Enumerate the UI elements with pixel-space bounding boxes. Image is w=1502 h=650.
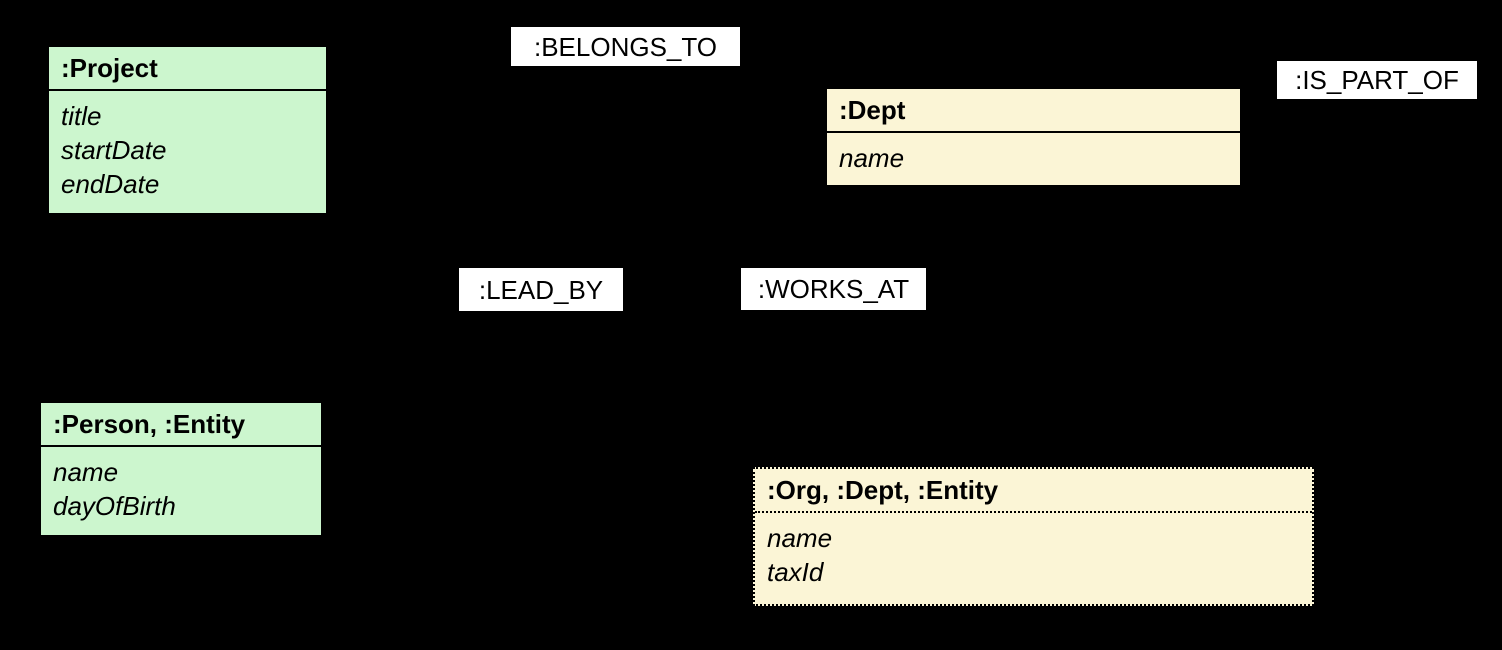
node-project-labels: :Project xyxy=(49,47,326,91)
node-org: :Org, :Dept, :Entity name taxId xyxy=(753,467,1314,606)
relationship-label-belongs-to: :BELONGS_TO xyxy=(511,27,740,66)
relationship-label-is-part-of: :IS_PART_OF xyxy=(1277,61,1477,99)
property-name: name xyxy=(53,457,119,487)
relationship-label-lead-by: :LEAD_BY xyxy=(459,268,623,311)
property-name: name xyxy=(767,523,833,553)
property-name: name xyxy=(839,143,905,173)
node-dept: :Dept name xyxy=(825,87,1242,187)
property-dayofbirth: dayOfBirth xyxy=(53,491,176,521)
node-person-labels: :Person, :Entity xyxy=(41,403,321,447)
node-project: :Project title startDate endDate xyxy=(47,45,328,215)
property-title: title xyxy=(61,101,102,131)
node-project-properties: title startDate endDate xyxy=(49,91,326,209)
relationship-label-works-at: :WORKS_AT xyxy=(741,268,926,310)
node-org-properties: name taxId xyxy=(755,513,1312,597)
node-dept-labels: :Dept xyxy=(827,89,1240,133)
property-enddate: endDate xyxy=(61,169,160,199)
node-person: :Person, :Entity name dayOfBirth xyxy=(39,401,323,537)
node-person-properties: name dayOfBirth xyxy=(41,447,321,531)
node-dept-properties: name xyxy=(827,133,1240,183)
property-startdate: startDate xyxy=(61,135,167,165)
node-org-labels: :Org, :Dept, :Entity xyxy=(755,469,1312,513)
property-taxid: taxId xyxy=(767,557,824,587)
